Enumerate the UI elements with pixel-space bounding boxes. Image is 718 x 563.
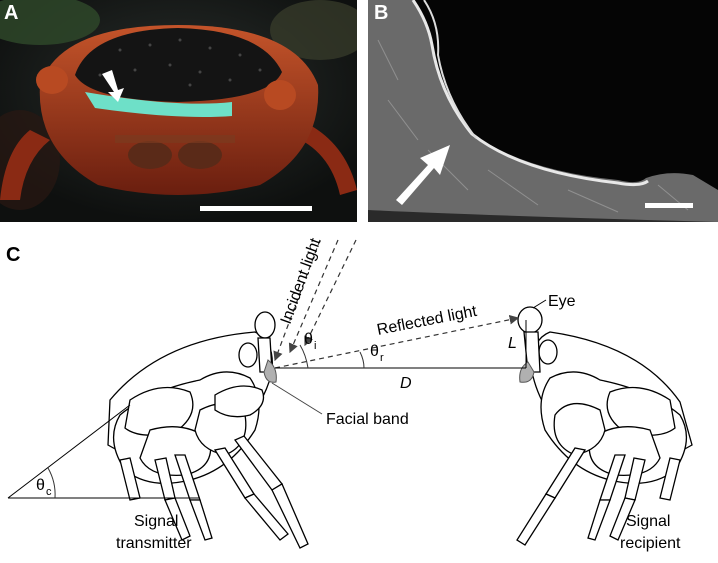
geometry-diagram: Incident light Reflected light Eye Facia… bbox=[7, 236, 693, 552]
sem-image bbox=[368, 0, 718, 222]
eye-label: Eye bbox=[548, 293, 576, 310]
recipient-crab bbox=[516, 306, 693, 546]
crab-photo bbox=[0, 0, 357, 222]
recipient-label-line1: Signal bbox=[626, 513, 670, 530]
panel-c-diagram: C bbox=[0, 228, 718, 563]
transmitter-label-line2: transmitter bbox=[116, 535, 192, 552]
transmitter-label-line1: Signal bbox=[134, 513, 178, 530]
length-label: L bbox=[508, 335, 517, 352]
distance-label: D bbox=[400, 375, 412, 392]
recipient-label-line2: recipient bbox=[620, 535, 681, 552]
facial-band-label: Facial band bbox=[326, 411, 409, 428]
panel-b-sem: B bbox=[368, 0, 718, 222]
panel-a-photo: A bbox=[0, 0, 357, 222]
panel-letter-b: B bbox=[374, 2, 389, 24]
panel-letter-c: C bbox=[6, 244, 21, 266]
theta-r-symbol: θ bbox=[370, 343, 379, 360]
theta-c-symbol: θ bbox=[36, 477, 45, 494]
panel-letter-a: A bbox=[4, 2, 19, 24]
transmitter-crab bbox=[107, 311, 309, 549]
theta-r-subscript: r bbox=[380, 352, 384, 364]
theta-c-subscript: c bbox=[46, 486, 52, 498]
recipient-facial-band bbox=[519, 361, 535, 383]
theta-i-subscript: i bbox=[314, 340, 316, 352]
incident-light-label: Incident light bbox=[278, 236, 325, 327]
theta-i-symbol: θ bbox=[304, 331, 313, 348]
transmitter-facial-band bbox=[263, 359, 277, 383]
reflected-light-label: Reflected light bbox=[376, 303, 479, 339]
